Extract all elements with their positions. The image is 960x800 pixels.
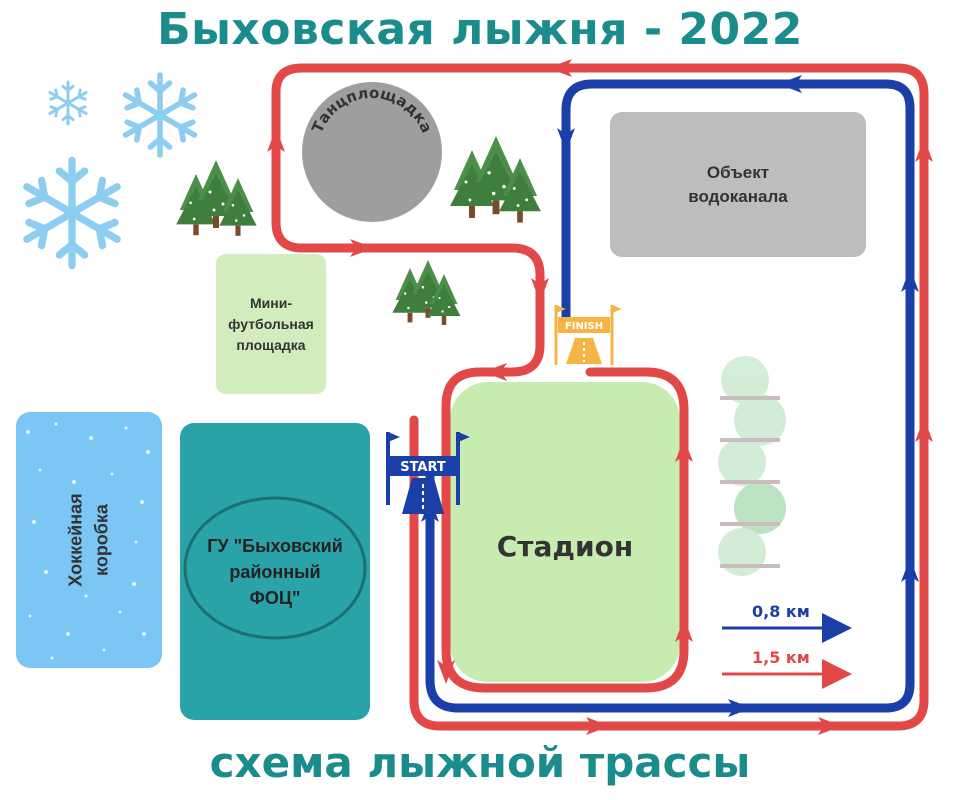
mini-football-line1: Мини- (249, 294, 292, 311)
legend-red-label: 1,5 км (752, 648, 810, 667)
snowflake-icon (27, 161, 117, 266)
hockey-box-label: Хоккейная коробка (63, 493, 115, 586)
sub-title: схема лыжной трассы (209, 738, 751, 787)
mini-football-line3: площадка (236, 336, 306, 353)
faded-trees (718, 356, 786, 576)
red-route (271, 63, 929, 731)
stadium-area (450, 382, 680, 682)
hockey-box-line2: коробка (92, 504, 112, 576)
blue-route (425, 79, 915, 713)
hockey-box-line1: Хоккейная (66, 493, 86, 587)
start-label: START (400, 460, 446, 475)
mini-football-zone: Мини- футбольная площадка (216, 254, 326, 394)
stadium-label: Стадион (496, 530, 634, 563)
finish-sign-icon: FINISH (554, 305, 622, 365)
foc-zone: ГУ "Быховский районный ФОЦ" (180, 423, 370, 720)
hockey-snow-dots (26, 422, 150, 660)
main-title: Быховская лыжня - 2022 (157, 4, 803, 55)
snowflake-icon (126, 75, 195, 155)
dance-floor (302, 82, 442, 222)
water-object-line1: Объект (706, 162, 770, 182)
start-sign-icon: START (386, 432, 470, 514)
hockey-box-zone: Хоккейная коробка (16, 412, 162, 668)
foc-line3: ФОЦ" (249, 587, 301, 608)
water-object-line2: водоканала (688, 186, 788, 206)
foc-line1: ГУ "Быховский (207, 535, 343, 556)
foc-line2: районный (229, 561, 321, 582)
legend-blue-label: 0,8 км (752, 602, 810, 621)
water-object-zone: Объект водоканала (610, 112, 866, 257)
finish-label: FINISH (565, 321, 603, 332)
snowflake-icon (48, 80, 88, 126)
mini-football-line2: футбольная (228, 315, 314, 332)
foc-circle (183, 496, 367, 640)
